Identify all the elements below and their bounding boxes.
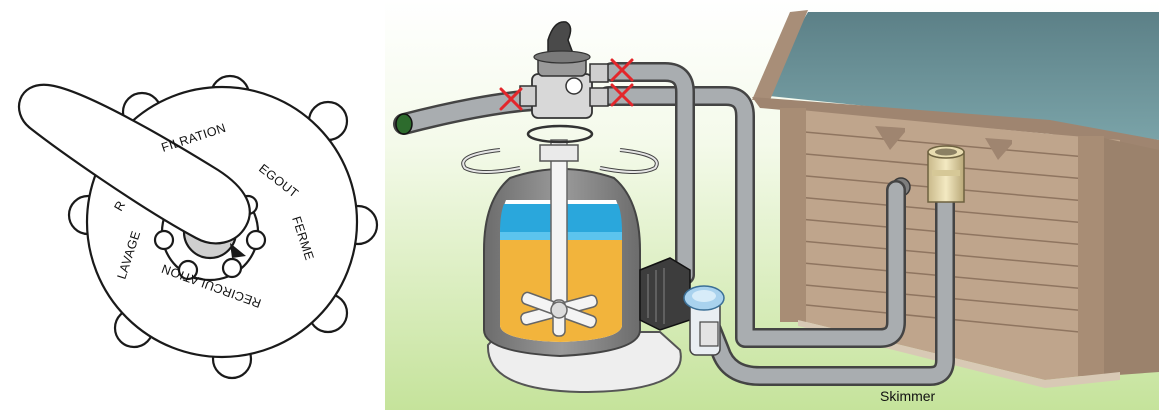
sand-filter [461,124,682,394]
skimmer-label: Skimmer [880,388,936,404]
dial-pointer [230,243,246,258]
valve-handle [17,83,251,245]
o-ring [526,124,594,144]
skimmer [927,145,965,203]
pipe-end [395,113,413,135]
pump [639,257,725,356]
valve-dial [17,74,379,380]
red-crosses [499,58,634,111]
cross-mark [610,83,634,107]
cross-mark [610,58,634,82]
cross-mark [499,87,523,111]
multiport-valve [519,21,609,119]
valve-handle-knob [547,21,576,57]
